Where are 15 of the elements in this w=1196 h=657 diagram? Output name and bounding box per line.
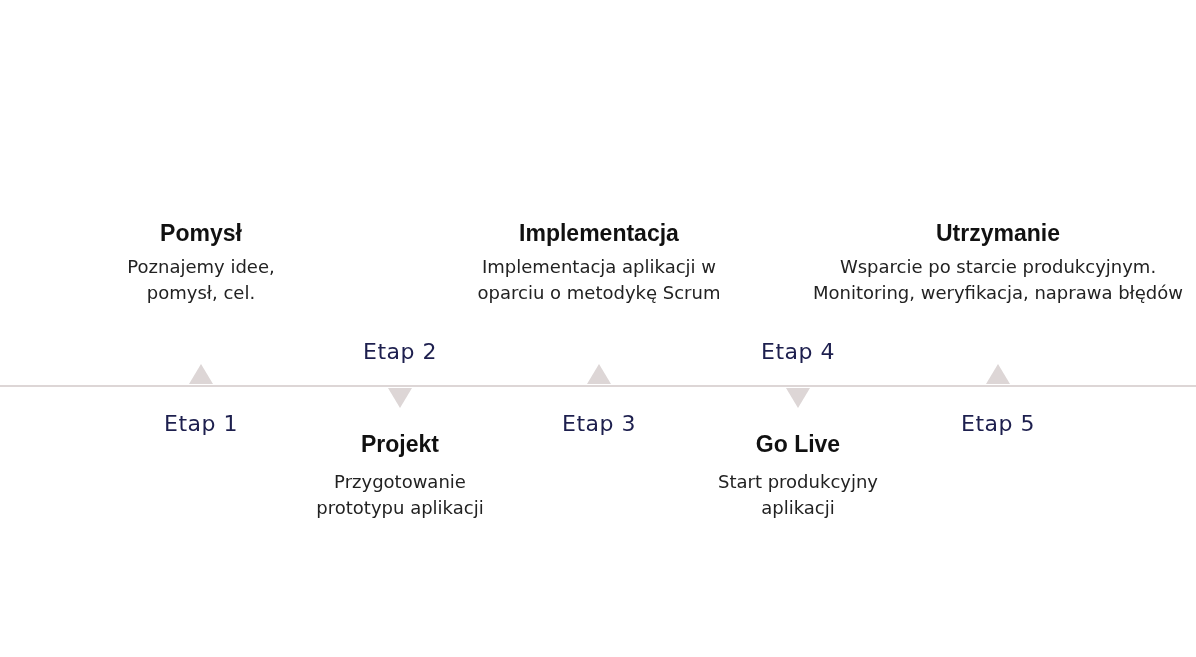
stage-number-label: Etap 1: [164, 411, 238, 436]
stage-description: Wsparcie po starcie produkcyjnym. Monitoring, weryfikacja, naprawa błędów: [813, 255, 1183, 305]
stage-heading: Projekt: [361, 430, 439, 459]
stage-heading: Pomysł: [160, 219, 242, 248]
stage-heading: Go Live: [755, 430, 841, 459]
stage-number-label: Etap 4: [761, 339, 835, 364]
stage-description: Implementacja aplikacji w oparciu o metodykę Scrum: [476, 255, 722, 305]
stage-heading: Utrzymanie: [936, 219, 1060, 248]
stage-description: Poznajemy idee, pomysł, cel.: [126, 255, 276, 305]
stage-number-label: Etap 3: [562, 411, 636, 436]
stage-number-label: Etap 5: [961, 411, 1035, 436]
stage-description: Przygotowanie prototypu aplikacji: [315, 470, 485, 520]
stage-description: Start produkcyjny aplikacji: [717, 470, 879, 520]
stage-number-label: Etap 2: [363, 339, 437, 364]
stage-heading: Implementacja: [519, 219, 679, 248]
